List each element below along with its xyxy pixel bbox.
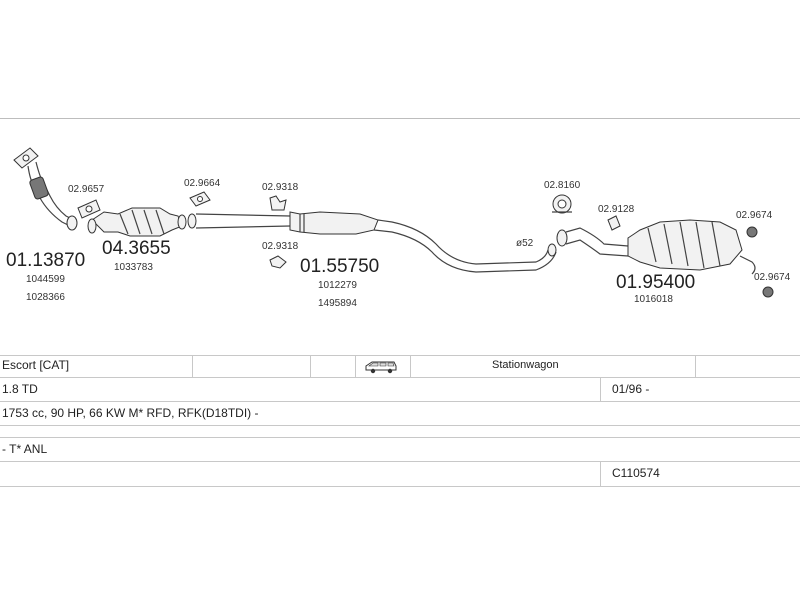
rear-silencer-part[interactable] xyxy=(556,219,756,275)
rear-mount-bottom-number: 02.9674 xyxy=(754,272,791,283)
front-gasket-number: 02.9657 xyxy=(68,184,105,195)
mid-gasket-part[interactable] xyxy=(269,195,287,211)
vehicle-catalog-number: C110574 xyxy=(612,466,660,480)
top-border-line xyxy=(0,118,800,119)
vehicle-spec-row: 1753 cc, 90 HP, 66 KW M* RFD, RFK(D18TDI… xyxy=(0,401,800,426)
station-wagon-car-icon xyxy=(364,360,398,382)
cat-flange-gasket-part[interactable] xyxy=(189,191,211,207)
vehicle-date-from: 01/96 - xyxy=(612,382,650,396)
downpipe-part[interactable] xyxy=(13,147,78,231)
centre-silencer-number: 01.55750 xyxy=(300,256,379,277)
vehicle-catalog-row: C110574 xyxy=(0,461,800,487)
rear-mount-top-part[interactable] xyxy=(746,226,758,238)
vehicle-engine-row: 1.8 TD 01/96 - xyxy=(0,377,800,402)
vehicle-notes-row: - T* ANL xyxy=(0,437,800,462)
centre-silencer-ref-2: 1495894 xyxy=(318,298,357,309)
pipe-diameter-label: ø52 xyxy=(516,238,534,249)
vehicle-model: Escort [CAT] xyxy=(2,358,70,372)
mid-gasket-number: 02.9318 xyxy=(262,182,299,193)
vehicle-model-row: Escort [CAT] Stationwagon xyxy=(0,355,800,378)
mid-mount-number: 02.9318 xyxy=(262,241,299,252)
vehicle-engine: 1.8 TD xyxy=(2,382,38,396)
downpipe-ref-2: 1028366 xyxy=(26,292,65,303)
mid-mount-part[interactable] xyxy=(269,255,287,269)
vehicle-spec: 1753 cc, 90 HP, 66 KW M* RFD, RFK(D18TDI… xyxy=(2,406,259,420)
rear-mount-bottom-part[interactable] xyxy=(762,286,774,298)
centre-silencer-part[interactable] xyxy=(187,211,557,273)
catalyst-ref-1: 1033783 xyxy=(114,262,153,273)
front-gasket-part[interactable] xyxy=(77,199,101,219)
rear-clamp-number: 02.8160 xyxy=(544,180,581,191)
vehicle-body-type: Stationwagon xyxy=(492,359,559,371)
exhaust-system-diagram: 01.13870 1044599 1028366 02.9657 04.3655… xyxy=(6,147,791,309)
vehicle-notes: - T* ANL xyxy=(2,442,48,456)
cat-flange-gasket-number: 02.9664 xyxy=(184,178,221,189)
vehicle-blank-row xyxy=(0,425,800,438)
catalyst-number: 04.3655 xyxy=(102,238,171,259)
rear-gasket-number: 02.9128 xyxy=(598,204,635,215)
catalyst-part[interactable] xyxy=(87,207,187,237)
rear-gasket-part[interactable] xyxy=(607,215,621,231)
rear-clamp-part[interactable] xyxy=(552,194,572,214)
rear-silencer-ref-1: 1016018 xyxy=(634,294,673,305)
centre-silencer-ref-1: 1012279 xyxy=(318,280,357,291)
rear-silencer-number: 01.95400 xyxy=(616,272,695,293)
rear-mount-top-number: 02.9674 xyxy=(736,210,773,221)
downpipe-number: 01.13870 xyxy=(6,250,85,271)
downpipe-ref-1: 1044599 xyxy=(26,274,65,285)
